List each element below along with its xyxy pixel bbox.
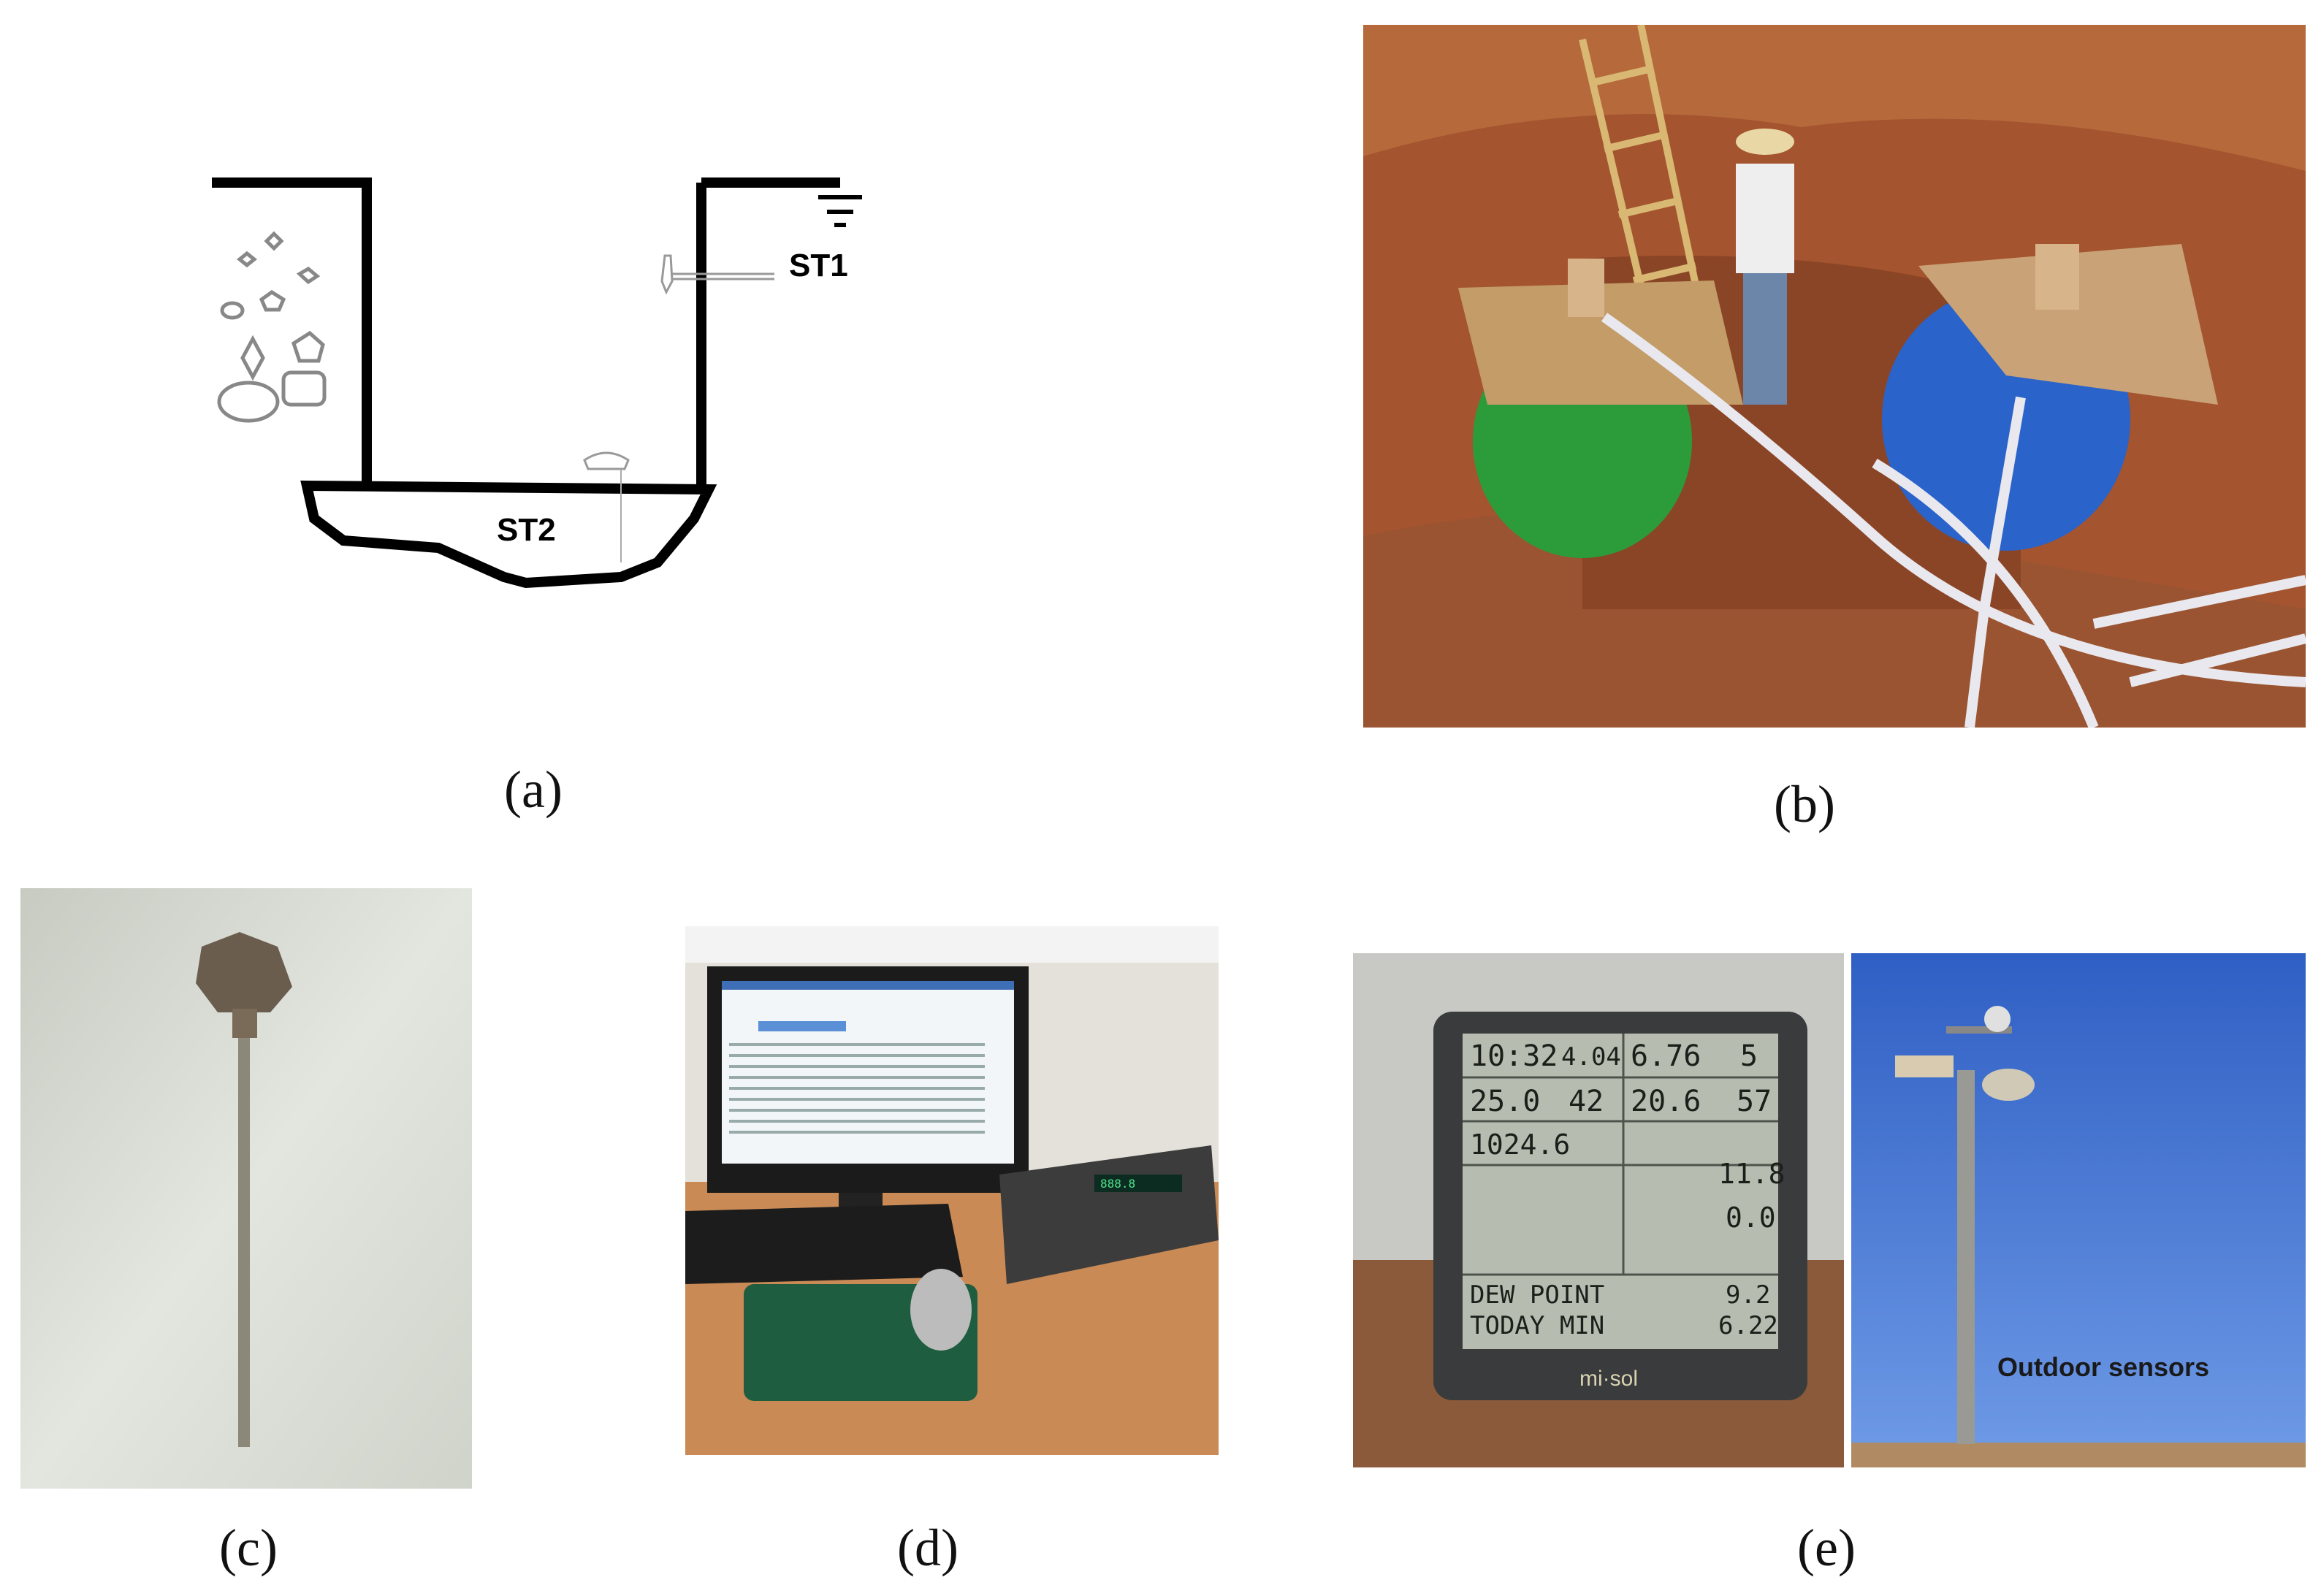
pipes bbox=[1601, 313, 2306, 728]
panel-e-photo-weather-console: 10:32 4.04 6.76 5 25.0 42 20.6 57 1024.6… bbox=[1353, 953, 1844, 1467]
lcd-pressure: 1024.6 bbox=[1470, 1129, 1571, 1161]
lcd-date: 4.04 bbox=[1561, 1042, 1621, 1072]
st2-tank-outline bbox=[300, 480, 717, 589]
keyboard bbox=[685, 1204, 963, 1284]
st1-label: ST1 bbox=[789, 248, 848, 283]
lcd-rain-secondary: 0.0 bbox=[1726, 1202, 1776, 1234]
svg-text:888.8: 888.8 bbox=[1100, 1177, 1135, 1191]
solar-sensor bbox=[1895, 1055, 1954, 1077]
outdoor-sensors-label: Outdoor sensors bbox=[1997, 1352, 2210, 1382]
st2-label: ST2 bbox=[497, 512, 556, 548]
lcd-dew-value: 9.2 bbox=[1726, 1280, 1771, 1310]
lcd-time: 10:32 bbox=[1470, 1039, 1558, 1073]
lcd-today-label: TODAY MIN bbox=[1470, 1311, 1605, 1340]
soil-stones bbox=[217, 231, 327, 423]
lcd-wind-dir: 5 bbox=[1740, 1039, 1758, 1073]
st2-sensor-icon bbox=[583, 451, 630, 470]
mouse bbox=[910, 1269, 972, 1351]
lcd-outdoor-temp: 20.6 bbox=[1631, 1085, 1701, 1118]
trench-left-wall bbox=[212, 177, 372, 486]
caption-d: (d) bbox=[897, 1519, 958, 1577]
lcd-outdoor-humidity: 57 bbox=[1737, 1085, 1772, 1118]
lcd-wind-speed: 6.76 bbox=[1631, 1039, 1701, 1073]
person-hat bbox=[1736, 129, 1794, 155]
person bbox=[1736, 164, 1794, 273]
lcd-rain: 11.8 bbox=[1718, 1158, 1785, 1190]
ladder bbox=[1579, 25, 1703, 318]
lcd-today-value: 6.22 bbox=[1718, 1311, 1778, 1340]
lcd-indoor-temp: 25.0 bbox=[1470, 1085, 1541, 1118]
spreadsheet-rows bbox=[729, 1043, 985, 1134]
caption-b: (b) bbox=[1774, 775, 1835, 833]
panel-e-photo-outdoor-sensors: Outdoor sensors bbox=[1851, 953, 2306, 1467]
panel-a-schematic: ST1 ST2 bbox=[197, 153, 899, 606]
probe-head bbox=[196, 932, 292, 1012]
st1-sensor-icon bbox=[660, 254, 674, 295]
lcd-screen bbox=[1463, 1034, 1778, 1349]
mast-pole bbox=[1957, 1070, 1975, 1444]
caption-c: (c) bbox=[219, 1519, 278, 1577]
console-brand: mi·sol bbox=[1579, 1367, 1638, 1391]
panel-d-photo-datalogger: 888.8 bbox=[685, 926, 1219, 1455]
caption-e: (e) bbox=[1797, 1519, 1856, 1577]
anemometer bbox=[1984, 1006, 2011, 1032]
caption-a: (a) bbox=[504, 760, 563, 819]
lcd-dew-label: DEW POINT bbox=[1470, 1280, 1605, 1310]
panel-c-photo-probe bbox=[20, 888, 472, 1489]
rooftop bbox=[1851, 1443, 2306, 1467]
lcd-indoor-humidity: 42 bbox=[1569, 1085, 1604, 1118]
rain-gauge bbox=[1982, 1069, 2035, 1101]
panel-b-photo-excavation bbox=[1363, 25, 2306, 728]
probe-rod bbox=[238, 1038, 250, 1447]
